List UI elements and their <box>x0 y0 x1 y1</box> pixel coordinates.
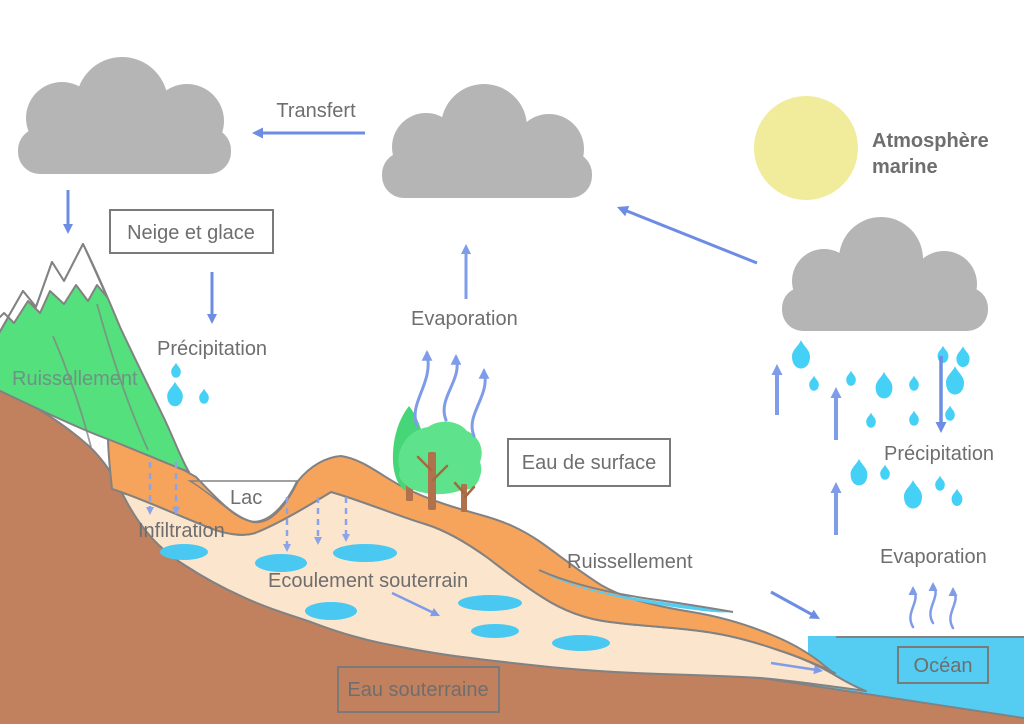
arrow-evaporation-ocean-3-head <box>830 482 842 493</box>
evaporation-wavy-arrow-head <box>450 354 462 365</box>
groundwater-pocket <box>305 602 357 620</box>
arrow-transfert-head <box>252 127 263 139</box>
raindrop-icon <box>199 388 209 404</box>
small-tree-foliage <box>448 458 480 490</box>
ocean-label: Océan <box>914 655 973 677</box>
atmosphere-marine-label-line2: marine <box>872 156 938 178</box>
groundwater-pocket <box>458 595 522 611</box>
cloud-marine <box>782 217 988 331</box>
raindrop-icon <box>951 488 963 506</box>
small-tree-trunk <box>461 484 467 512</box>
neige-et-glace-label: Neige et glace <box>127 222 255 244</box>
arrow-precipitation-ocean-head <box>935 422 947 433</box>
arrow-ruissellement-ocean-head <box>808 609 820 619</box>
raindrop-icon <box>909 375 919 391</box>
tree-branch <box>453 481 466 495</box>
trees <box>392 406 482 512</box>
arrow-souterrain-ocean <box>770 661 817 672</box>
raindrop-icon <box>792 340 810 369</box>
infiltration-label: Infiltration <box>138 520 225 542</box>
raindrop-icon <box>809 375 819 391</box>
raindrop-icon <box>875 371 893 399</box>
eau-de-surface-label: Eau de surface <box>522 452 657 474</box>
evaporation-wavy-arrow-head <box>421 350 433 361</box>
evaporation-wavy-arrow <box>413 351 430 428</box>
tree-branch <box>416 455 433 472</box>
infiltration-arrow-head <box>283 544 291 552</box>
evaporation-center-label: Evaporation <box>411 308 518 330</box>
ecoulement-souterrain-label: Ecoulement souterrain <box>268 570 468 592</box>
tree-trunk <box>428 452 436 510</box>
infiltration-arrow-head <box>172 507 180 515</box>
arrow-ruissellement-ocean <box>770 590 815 617</box>
raindrops <box>167 340 970 509</box>
lac-label: Lac <box>230 487 262 509</box>
cloud-center <box>382 84 592 198</box>
evaporation-wavy-arrow-head <box>948 587 958 596</box>
evaporation-right-label: Evaporation <box>880 546 987 568</box>
evaporation-wavy-arrow-head <box>478 368 490 379</box>
mountain-ridge-line <box>96 303 149 451</box>
eau-de-surface-box <box>507 438 671 487</box>
lake <box>187 480 299 523</box>
groundwater-pocket <box>471 624 519 638</box>
arrow-ecoulement-head <box>429 608 440 617</box>
sand-layer <box>107 436 836 674</box>
atmosphere-marine-label-line1: Atmosphère <box>872 130 989 152</box>
raindrop-icon <box>171 362 181 378</box>
infiltration-arrow-head <box>314 537 322 545</box>
raindrop-icon <box>935 475 945 491</box>
groundwater-pocket <box>255 554 307 572</box>
stream-surface-line <box>538 569 734 613</box>
infiltration-arrow-head <box>342 534 350 542</box>
ruissellement-center-label: Ruissellement <box>567 551 693 573</box>
raindrop-icon <box>846 370 856 386</box>
arrow-evaporation-ocean-2-head <box>830 387 842 398</box>
precipitation-left-label: Précipitation <box>157 338 267 360</box>
raindrop-icon <box>866 412 876 428</box>
arrow-neige-precipitation-head <box>207 314 217 324</box>
groundwater-pocket <box>160 544 208 560</box>
evaporation-wavy-arrow-head <box>928 582 938 591</box>
arrow-souterrain-ocean-head <box>813 665 823 675</box>
arrow-marine-transfer <box>623 208 758 265</box>
neige-et-glace-box <box>109 209 274 254</box>
snow-caps <box>0 243 108 334</box>
precipitation-right-label: Précipitation <box>884 443 994 465</box>
flow-arrows <box>63 127 947 675</box>
sun-icon <box>754 96 858 200</box>
raindrop-icon <box>167 381 183 407</box>
infiltration-arrows <box>146 462 350 552</box>
ruissellement-mountain-label: Ruissellement <box>12 368 138 390</box>
arrow-precipitation-mountain-head <box>63 224 73 234</box>
infiltration-arrow-head <box>146 507 154 515</box>
raindrop-icon <box>880 464 890 480</box>
evaporation-wavy-arrows <box>413 350 958 630</box>
raindrop-icon <box>956 346 970 368</box>
mountain-ridge-line <box>52 335 92 448</box>
raindrop-icon <box>904 480 922 509</box>
arrow-marine-transfer-head <box>617 205 630 217</box>
raindrop-icon <box>909 410 919 426</box>
ocean-box <box>897 646 989 684</box>
eau-souterraine-box <box>337 666 500 713</box>
groundwater-pockets <box>160 544 610 651</box>
transfert-label: Transfert <box>276 100 356 122</box>
arrow-evaporation-center-head <box>461 244 471 254</box>
groundwater-pocket <box>333 544 397 562</box>
tree-branch <box>463 485 476 499</box>
raindrop-icon <box>850 458 868 486</box>
arrow-ecoulement <box>391 591 435 615</box>
groundwater-pocket <box>552 635 610 651</box>
raindrop-icon <box>946 366 964 395</box>
cloud-left <box>18 57 231 174</box>
raindrop-icon <box>945 405 955 421</box>
tree-branch <box>431 464 449 482</box>
eau-souterraine-label: Eau souterraine <box>347 679 488 701</box>
evaporation-wavy-arrow-head <box>908 586 918 595</box>
arrow-evaporation-ocean-1-head <box>771 364 783 375</box>
